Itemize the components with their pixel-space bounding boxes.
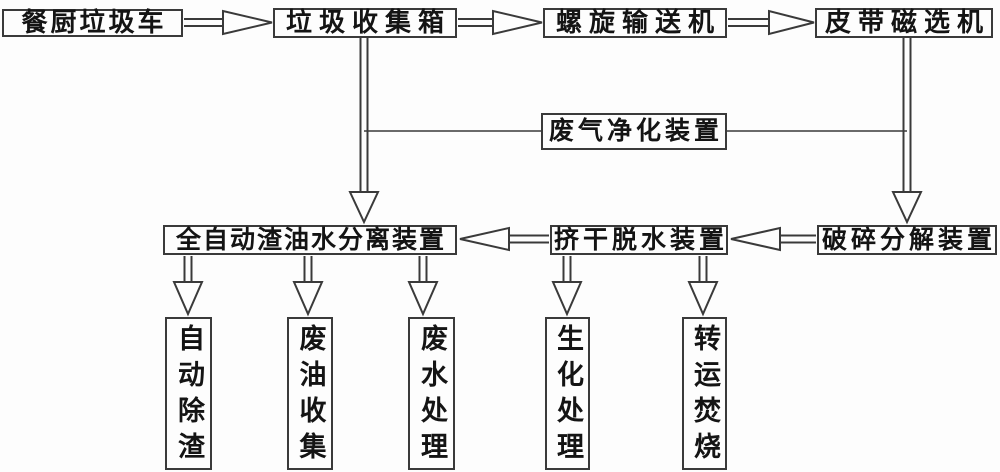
node-garbage-collection-box: 垃圾收集箱 (273, 8, 457, 38)
arrowhead-down-icon (687, 281, 719, 317)
node-screw-conveyor: 螺旋输送机 (543, 8, 727, 38)
arrowhead-down-icon (172, 281, 204, 317)
arrowhead-left-icon (459, 226, 510, 252)
node-waste-water-treatment: 废水处理 (408, 317, 455, 470)
node-label: 破碎分解装置 (822, 226, 997, 254)
arrow-dewaterer-to-bio (551, 256, 583, 317)
arrowhead-right-icon (492, 9, 543, 36)
node-crushing-decomposer: 破碎分解装置 (817, 225, 997, 255)
node-label: 垃圾收集箱 (285, 8, 451, 37)
node-label: 自动除渣 (174, 324, 204, 468)
node-belt-magnetic-separator: 皮带磁选机 (815, 8, 993, 38)
arrow-dewaterer-to-incinerate (687, 256, 719, 317)
arrowhead-left-icon (730, 226, 781, 252)
node-auto-slag-oil-water-separator: 全自动渣油水分离装置 (163, 225, 457, 255)
node-label: 挤干脱水装置 (554, 226, 729, 254)
node-label: 废水处理 (417, 324, 447, 468)
arrowhead-down-icon (292, 281, 324, 317)
arrowhead-right-icon (222, 9, 273, 36)
node-label: 生化处理 (553, 324, 583, 468)
arrow-collection-box-to-separator (348, 38, 380, 225)
arrowhead-down-icon (407, 281, 439, 317)
node-squeeze-dewaterer: 挤干脱水装置 (550, 225, 728, 255)
node-label: 餐厨垃圾车 (21, 8, 167, 37)
arrow-collection-box-to-screw-conveyor (458, 9, 543, 36)
node-waste-gas-purifier: 废气净化装置 (541, 113, 727, 150)
arrow-crusher-to-dewaterer (730, 226, 816, 252)
arrowhead-right-icon (768, 9, 815, 36)
arrow-screw-conveyor-to-belt-magnet (728, 9, 815, 36)
node-label: 全自动渣油水分离装置 (175, 226, 446, 254)
node-biochemical-treatment: 生化处理 (545, 317, 590, 470)
arrow-belt-magnet-to-crusher (891, 38, 923, 225)
arrow-separator-to-oil (292, 256, 324, 317)
node-auto-slag-removal: 自动除渣 (165, 317, 212, 470)
node-label: 螺旋输送机 (555, 8, 721, 37)
node-kitchen-waste-truck: 餐厨垃圾车 (2, 9, 183, 37)
arrow-truck-to-collection-box (184, 9, 273, 36)
node-transfer-incineration: 转运焚烧 (682, 317, 727, 470)
node-waste-oil-collection: 废油收集 (287, 317, 333, 470)
arrow-dewaterer-to-separator (459, 226, 549, 252)
arrow-separator-to-slag (172, 256, 204, 317)
node-label: 废油收集 (295, 324, 326, 468)
node-label: 皮带磁选机 (824, 8, 990, 37)
arrowhead-down-icon (891, 191, 923, 225)
arrowhead-down-icon (551, 281, 583, 317)
arrowhead-down-icon (348, 191, 380, 225)
arrow-separator-to-water (407, 256, 439, 317)
node-label: 废气净化装置 (548, 118, 723, 145)
node-label: 转运焚烧 (690, 324, 720, 468)
